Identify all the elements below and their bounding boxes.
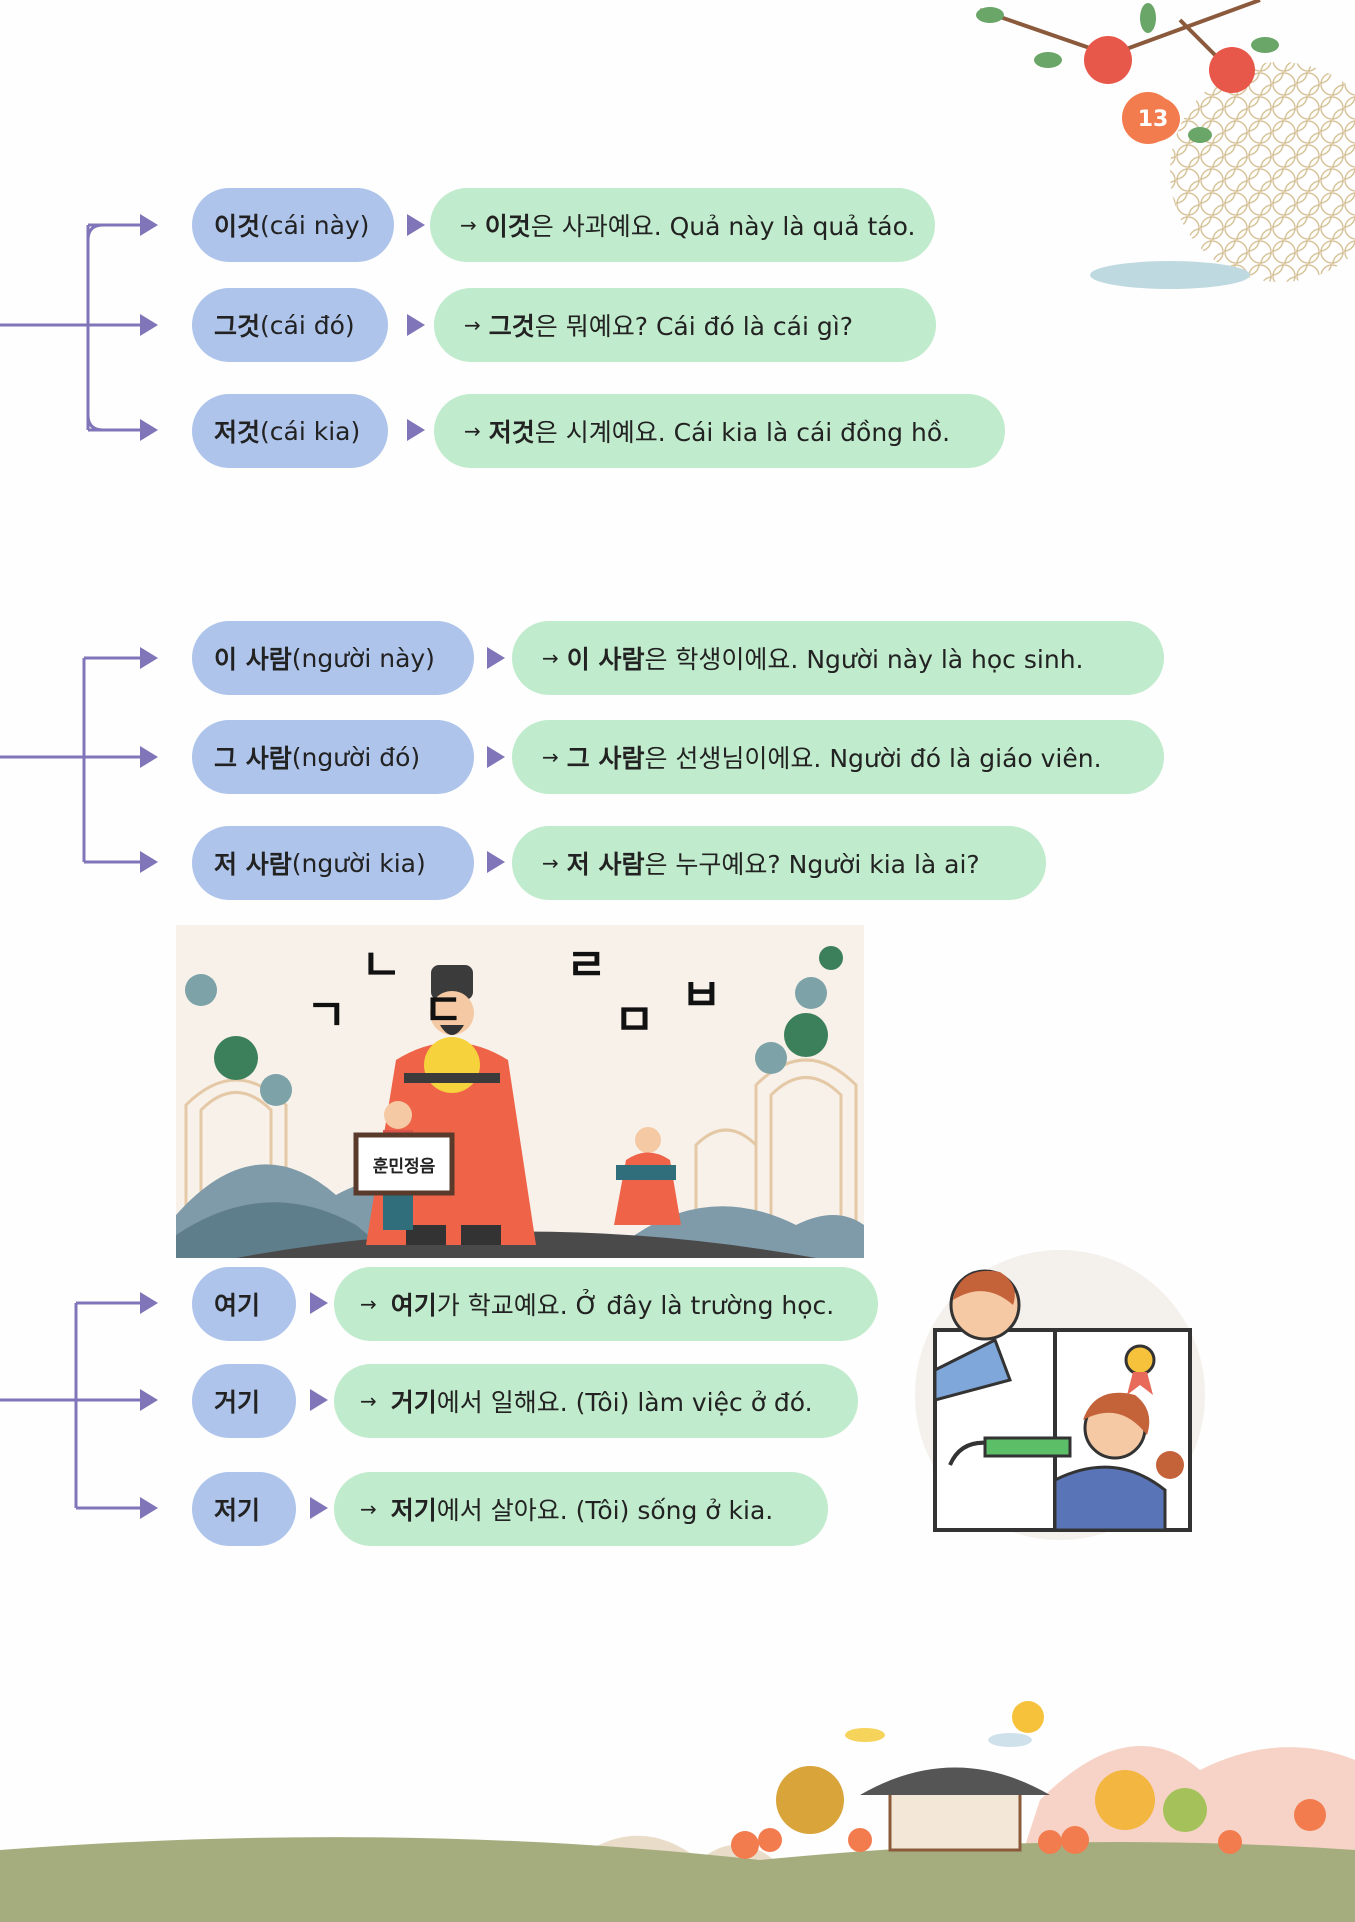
example-term: 저기 (390, 1496, 437, 1525)
scroll-text: 훈민정음 (373, 1156, 436, 1177)
term-pill-jeo-saram: 저 사람 (người kia) (192, 826, 474, 900)
hangul-letter-digeut: ㄷ (423, 985, 463, 1036)
term-meaning: (cái này) (260, 210, 370, 240)
arrow-right-icon: → (464, 419, 481, 443)
arrow-right-icon: → (542, 745, 559, 769)
arrow-right-icon: → (360, 1389, 377, 1413)
term-meaning: (người đó) (291, 742, 421, 772)
example-term: 그 사람 (566, 744, 645, 773)
term-pill-geugeot: 그것 (cái đó) (192, 288, 388, 362)
hangul-letter-nieun: ㄴ (361, 940, 401, 991)
example-term: 저 사람 (566, 850, 645, 879)
example-sentence: 은 선생님이에요. Người đó là giáo viên. (644, 744, 1102, 773)
term-pill-geogi: 거기 (192, 1364, 296, 1438)
example-sentence: 은 뭐예요? Cái đó là cái gì? (534, 312, 853, 341)
term-meaning: (người kia) (291, 848, 426, 878)
term: 저 사람 (214, 850, 292, 879)
example-term: 이 사람 (566, 645, 645, 674)
example-sentence: 은 학생이에요. Người này là học sinh. (644, 645, 1084, 674)
arrow-right-icon: → (464, 313, 481, 337)
arrow-right-icon: → (542, 646, 559, 670)
term: 이 사람 (214, 645, 292, 674)
example-pill-geu-saram: → 그 사람 은 선생님이에요. Người đó là giáo viên. (512, 720, 1164, 794)
hangul-letter-rieul: ㄹ (566, 940, 606, 991)
king-sejong-hangul-illustration: 훈민정음 ㄱ ㄴ ㄷ ㄹ ㅁ ㅂ (176, 925, 864, 1258)
term-pill-igeot: 이것 (cái này) (192, 188, 394, 262)
example-term: 그것 (488, 312, 535, 341)
page-number-badge: 13 (1126, 96, 1180, 142)
term-pill-i-saram: 이 사람 (người này) (192, 621, 474, 695)
hangul-letter-mieum: ㅁ (614, 995, 654, 1046)
term: 저기 (214, 1496, 261, 1525)
term: 거기 (214, 1388, 261, 1417)
term: 여기 (214, 1291, 261, 1320)
term: 그것 (214, 312, 261, 341)
arrow-right-icon: → (360, 1292, 377, 1316)
arrow-right-icon: → (360, 1497, 377, 1521)
term-pill-jeogeot: 저것 (cái kia) (192, 394, 388, 468)
term-pill-yeogi: 여기 (192, 1267, 296, 1341)
children-drawing-illustration (915, 1250, 1205, 1540)
term: 그 사람 (214, 744, 292, 773)
term-pill-geu-saram: 그 사람 (người đó) (192, 720, 474, 794)
term-meaning: (cái đó) (260, 310, 355, 340)
hangul-letter-giyeok: ㄱ (306, 990, 346, 1041)
example-term: 이것 (484, 212, 531, 241)
example-sentence: 은 사과예요. Quả này là quả táo. (530, 212, 916, 241)
persimmon-branch-decoration (976, 0, 1355, 289)
term-meaning: (cái kia) (260, 416, 361, 446)
arrow-right-icon: → (542, 851, 559, 875)
example-term: 저것 (488, 418, 535, 447)
example-sentence: 에서 일해요. (Tôi) làm việc ở đó. (436, 1388, 813, 1417)
example-sentence: 은 누구예요? Người kia là ai? (644, 850, 980, 879)
example-sentence: 가 학교예요. Ở đây là trường học. (436, 1291, 835, 1320)
term: 이것 (214, 212, 261, 241)
example-term: 여기 (390, 1291, 437, 1320)
term-meaning: (người này) (291, 643, 435, 673)
example-sentence: 에서 살아요. (Tôi) sống ở kia. (436, 1496, 774, 1525)
term-pill-jeogi: 저기 (192, 1472, 296, 1546)
example-term: 거기 (390, 1388, 437, 1417)
hangul-letter-bieup: ㅂ (681, 970, 721, 1021)
term: 저것 (214, 418, 261, 447)
arrow-right-icon: → (460, 213, 477, 237)
landscape-footer-decoration (0, 1701, 1355, 1922)
example-sentence: 은 시계예요. Cái kia là cái đồng hồ. (534, 418, 951, 447)
